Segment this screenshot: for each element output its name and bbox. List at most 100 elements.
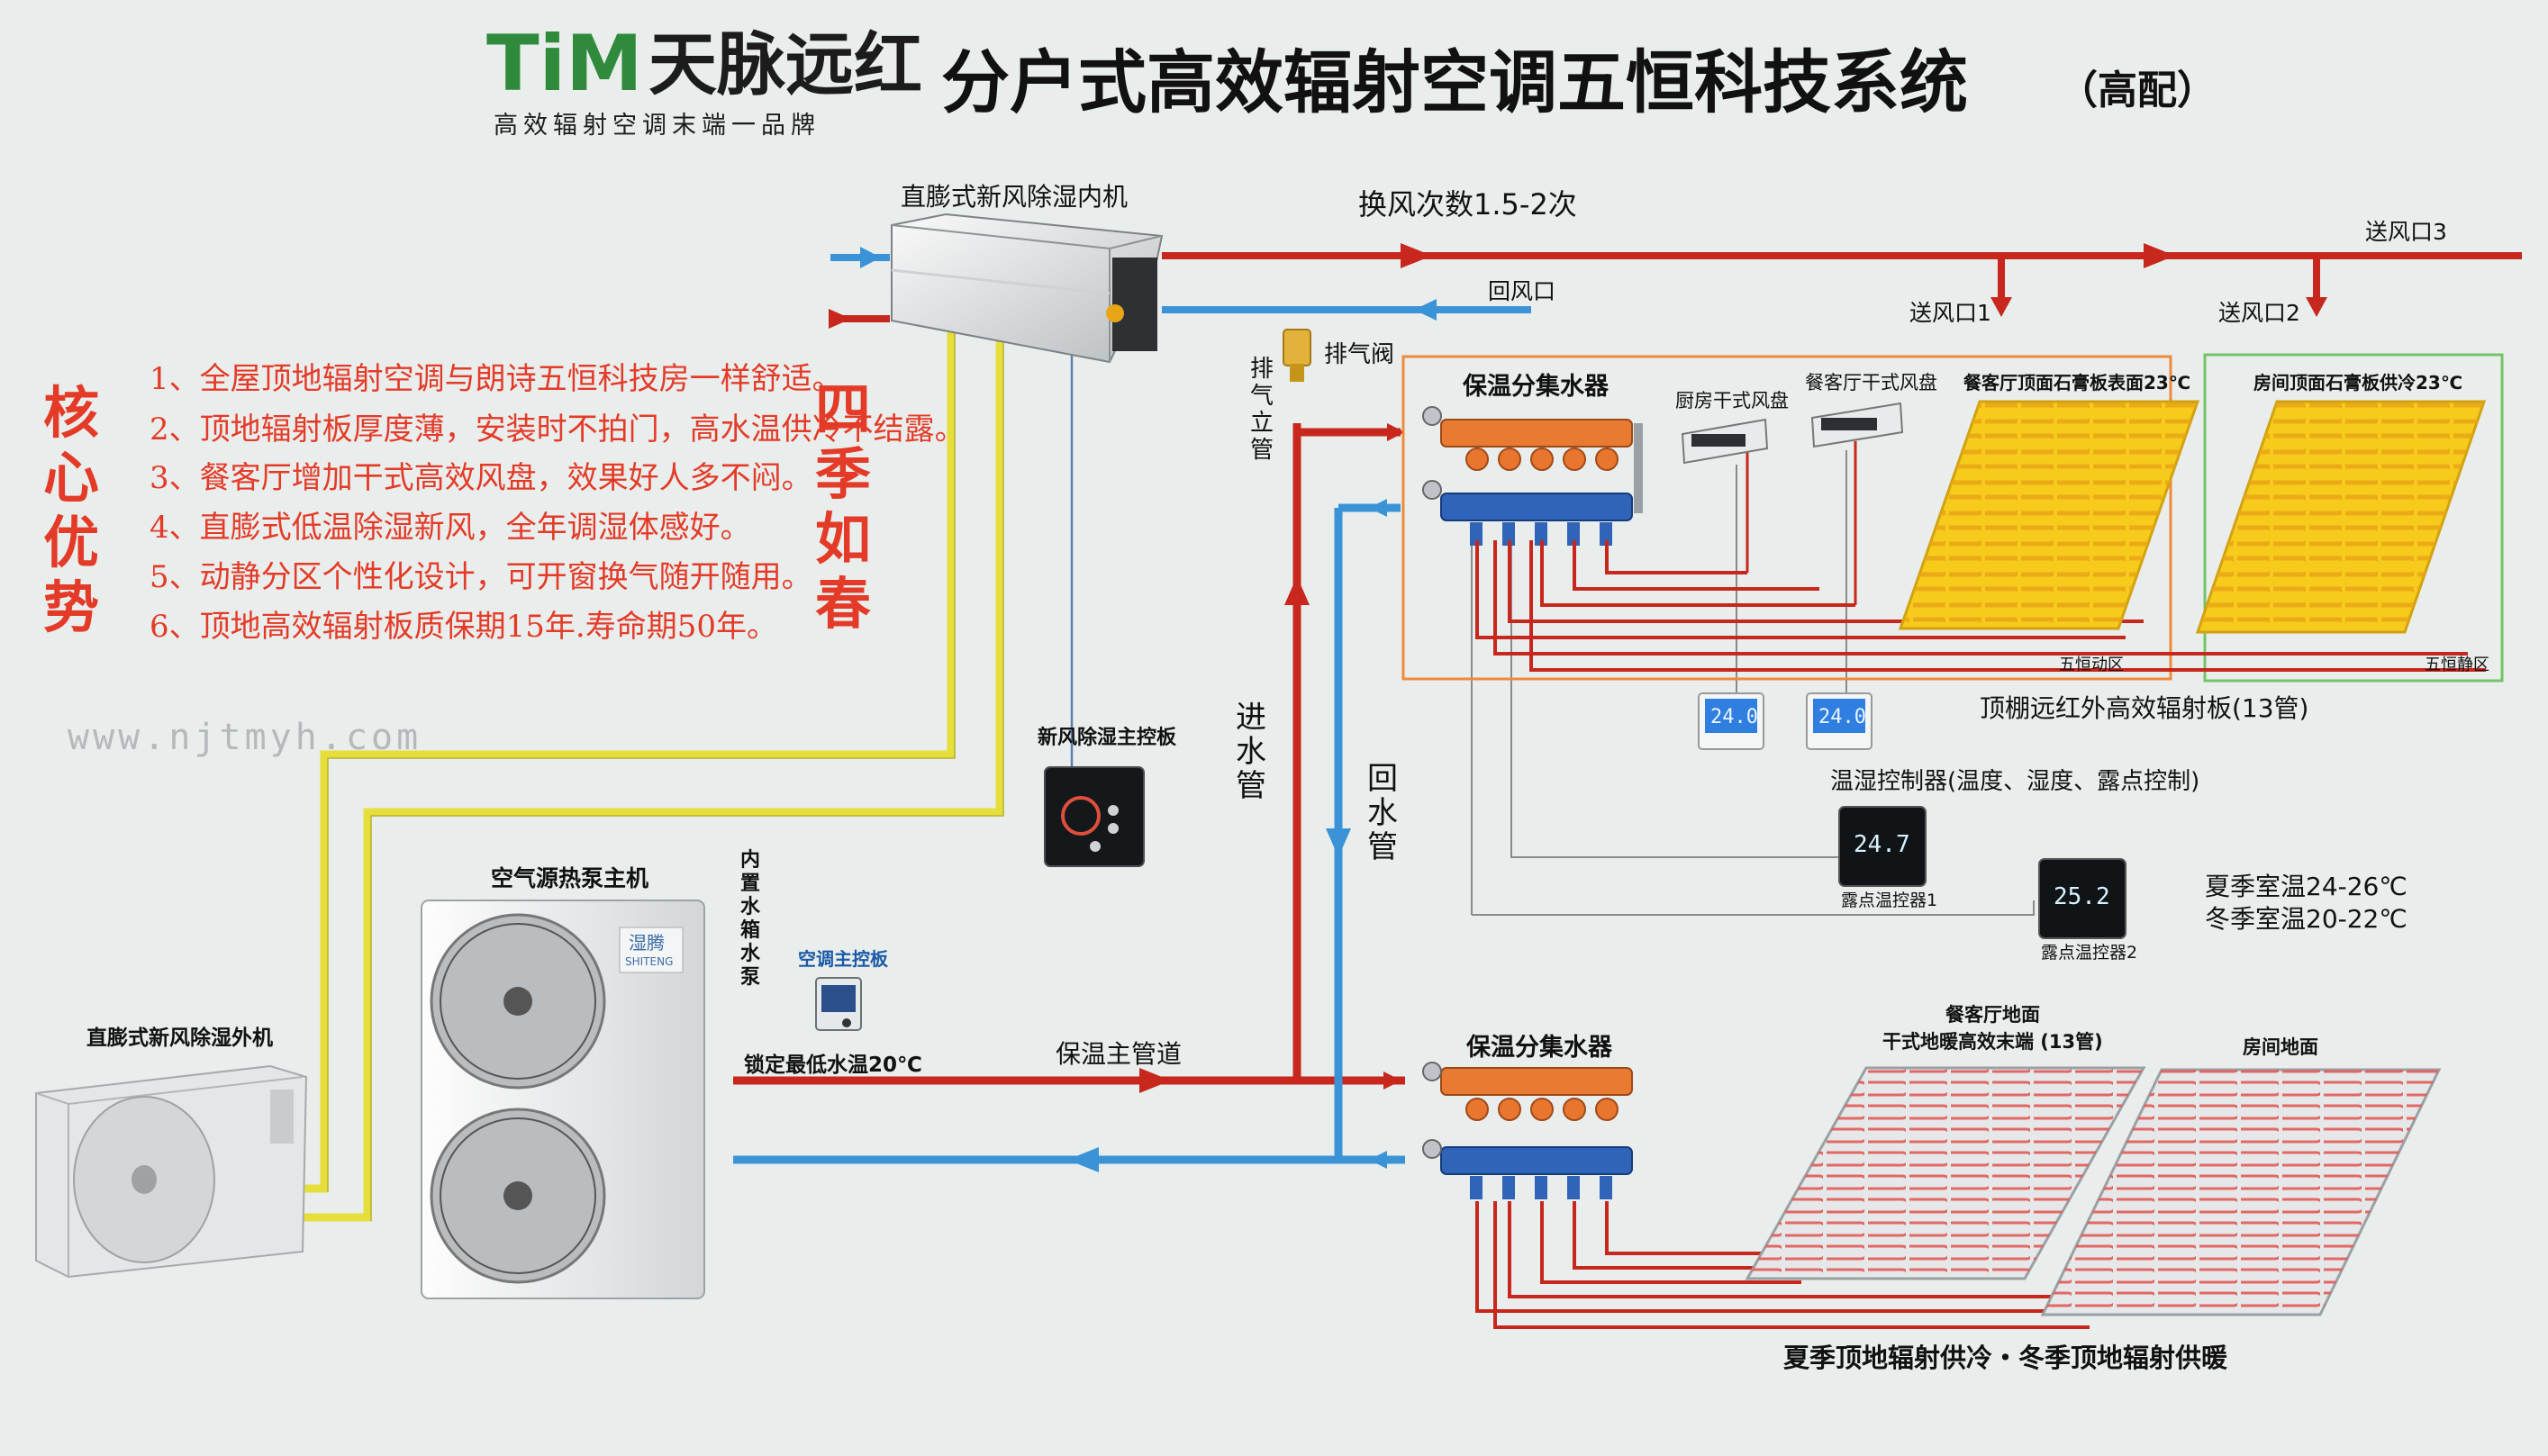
brand-logo: TiM 天脉远红 高效辐射空调末端一品牌 (486, 19, 922, 140)
advantage-item: 3、餐客厅增加干式高效风盘，效果好人多不闷。 (150, 460, 812, 496)
built-in-tank-char: 水 (740, 896, 761, 918)
seasons-heading-char: 四 (815, 376, 871, 442)
heat-pump-brand-en: SHITENG (625, 955, 673, 968)
fcu-thermostat-1[interactable]: 24.0 (1698, 692, 1764, 750)
floor-room-label: 房间地面 (2243, 1036, 2318, 1058)
ceiling-static-label: 房间顶面石膏板供冷23℃ (2253, 372, 2462, 393)
return-air-label: 回风口 (1488, 278, 1555, 304)
floor-panel-living (1745, 1066, 2146, 1280)
ac-panel-label: 空调主控板 (798, 948, 889, 970)
floor-living-label: 餐客厅地面 (1945, 1004, 2040, 1026)
heat-pump-label: 空气源热泵主机 (491, 865, 648, 891)
page-title: 分户式高效辐射空调五恒科技系统 (941, 42, 1968, 122)
dew-controller-1-label: 露点温控器1 (1841, 891, 1937, 910)
fresh-air-outdoor-label: 直膨式新风除湿外机 (86, 1026, 273, 1050)
ceiling-panel-static (2195, 400, 2487, 634)
advantages-heading-char: 核 (43, 380, 99, 446)
exhaust-riser-char: 管 (1250, 437, 1274, 464)
fcu-thermostat-2[interactable]: 24.0 (1806, 692, 1872, 750)
kitchen-fan-coil-label: 厨房干式风盘 (1675, 390, 1789, 411)
fresh-air-outdoor-unit (35, 1064, 308, 1279)
advantages-heading: 核 心 优 势 (43, 380, 99, 640)
manifold-bottom (1422, 1062, 1633, 1199)
air-change-label: 换风次数1.5-2次 (1358, 187, 1577, 222)
ceiling-dynamic-label: 餐客厅顶面石膏板表面23℃ (1963, 372, 2190, 393)
ac-control-panel[interactable] (815, 977, 862, 1031)
inlet-pipe-char: 进 (1236, 700, 1266, 736)
return-air-arrow (1414, 299, 1437, 321)
heat-pump-brand: 湿腾 (629, 932, 665, 954)
inlet-pipe-char: 水 (1236, 734, 1266, 770)
manifold-top-label: 保温分集水器 (1462, 372, 1610, 401)
zone-static-label: 五恒静区 (2425, 656, 2489, 674)
built-in-tank-char: 置 (740, 873, 760, 895)
floor-caption: 夏季顶地辐射供冷・冬季顶地辐射供暖 (1783, 1343, 2228, 1373)
exhaust-valve-label: 排气阀 (1324, 341, 1394, 368)
built-in-tank-char: 箱 (740, 918, 760, 942)
advantages-heading-char: 心 (43, 445, 99, 511)
fresh-air-panel-label: 新风除湿主控板 (1038, 726, 1177, 749)
ceiling-loops-return (1746, 441, 1857, 605)
inlet-pipe-char: 管 (1236, 768, 1266, 804)
living-fan-coil (1810, 402, 1904, 448)
manifold-bottom-label: 保温分集水器 (1465, 1033, 1613, 1062)
manifold-top (1422, 406, 1643, 546)
zone-static-frame (2203, 353, 2504, 683)
advantage-item: 4、直膨式低温除湿新风，全年调湿体感好。 (150, 510, 751, 546)
main-pipe-label: 保温主管道 (1056, 1039, 1182, 1069)
supply-air-1-label: 送风口1 (1909, 300, 1991, 326)
dew-controller-2[interactable]: 25.2 (2038, 858, 2126, 939)
signal-wires-outline (327, 326, 1004, 1221)
zone-dynamic-frame (1401, 355, 2172, 681)
water-arrows (1067, 423, 1405, 1172)
zone-dynamic-label: 五恒动区 (2059, 656, 2124, 674)
seasons-heading-char: 春 (815, 571, 871, 637)
seasons-heading: 四 季 如 春 (815, 376, 871, 637)
logo-mark: TiM (486, 19, 643, 109)
return-pipe-char: 回 (1367, 761, 1398, 797)
advantages-heading-char: 优 (43, 510, 99, 575)
built-in-tank-char: 内 (740, 849, 760, 872)
dew-controller-2-label: 露点温控器2 (2041, 943, 2137, 963)
return-pipe-char: 管 (1367, 829, 1398, 865)
advantage-item: 2、顶地辐射板厚度薄，安装时不拍门，高水温供冷不结露。 (150, 411, 966, 448)
dew-controller-1[interactable]: 24.7 (1838, 806, 1927, 887)
advantage-item: 5、动静分区个性化设计，可开窗换气随开随用。 (150, 559, 812, 595)
brand-tagline: 高效辐射空调末端一品牌 (494, 112, 821, 140)
kitchen-fan-coil (1681, 418, 1769, 465)
ceiling-panel-dynamic (1898, 400, 2200, 630)
exhaust-riser-char: 立 (1250, 410, 1274, 437)
floor-loops (1475, 1201, 2090, 1329)
heat-pump-unit (421, 900, 705, 1299)
ceiling-panel-caption: 顶棚远红外高效辐射板(13管) (1980, 693, 2308, 723)
fcu-thermostat-1-display: 24.0 (1710, 706, 1758, 728)
return-pipe-char: 水 (1367, 795, 1398, 831)
fresh-air-indoor-label: 直膨式新风除湿内机 (901, 182, 1128, 212)
advantage-item: 6、顶地高效辐射板质保期15年.寿命期50年。 (150, 609, 777, 645)
supply-air-3-label: 送风口3 (2365, 219, 2447, 245)
fresh-air-inlet-arrow (860, 247, 881, 268)
thermo-controller-label: 温湿控制器(温度、湿度、露点控制) (1830, 768, 2199, 795)
built-in-tank-label: 内 置 水 箱 水 泵 (740, 849, 761, 989)
advantage-item: 1、全屋顶地辐射空调与朗诗五恒科技房一样舒适。 (150, 361, 843, 397)
seasons-heading-char: 如 (815, 506, 871, 572)
dew-controller-2-display: 25.2 (2054, 883, 2110, 910)
return-pipe-label: 回 水 管 (1367, 761, 1398, 865)
dew-controller-1-display: 24.7 (1854, 831, 1910, 858)
built-in-tank-char: 水 (740, 943, 761, 965)
fresh-air-control-panel[interactable] (1044, 766, 1145, 867)
inlet-pipe-label: 进 水 管 (1236, 700, 1266, 804)
winter-temp-label: 冬季室温20-22℃ (2205, 904, 2407, 934)
exhaust-riser-char: 排 (1250, 356, 1274, 383)
signal-wires (303, 326, 1004, 1222)
exhaust-riser-char: 气 (1250, 383, 1274, 410)
page-title-suffix: （高配） (2058, 68, 2217, 113)
brand-name: 天脉远红 (648, 24, 922, 104)
fcu-thermostat-2-display: 24.0 (1818, 706, 1866, 728)
exhaust-valve (1283, 329, 1311, 382)
seasons-heading-char: 季 (815, 441, 871, 507)
advantages-heading-char: 势 (43, 574, 99, 640)
living-fan-coil-label: 餐客厅干式风盘 (1805, 372, 1937, 393)
